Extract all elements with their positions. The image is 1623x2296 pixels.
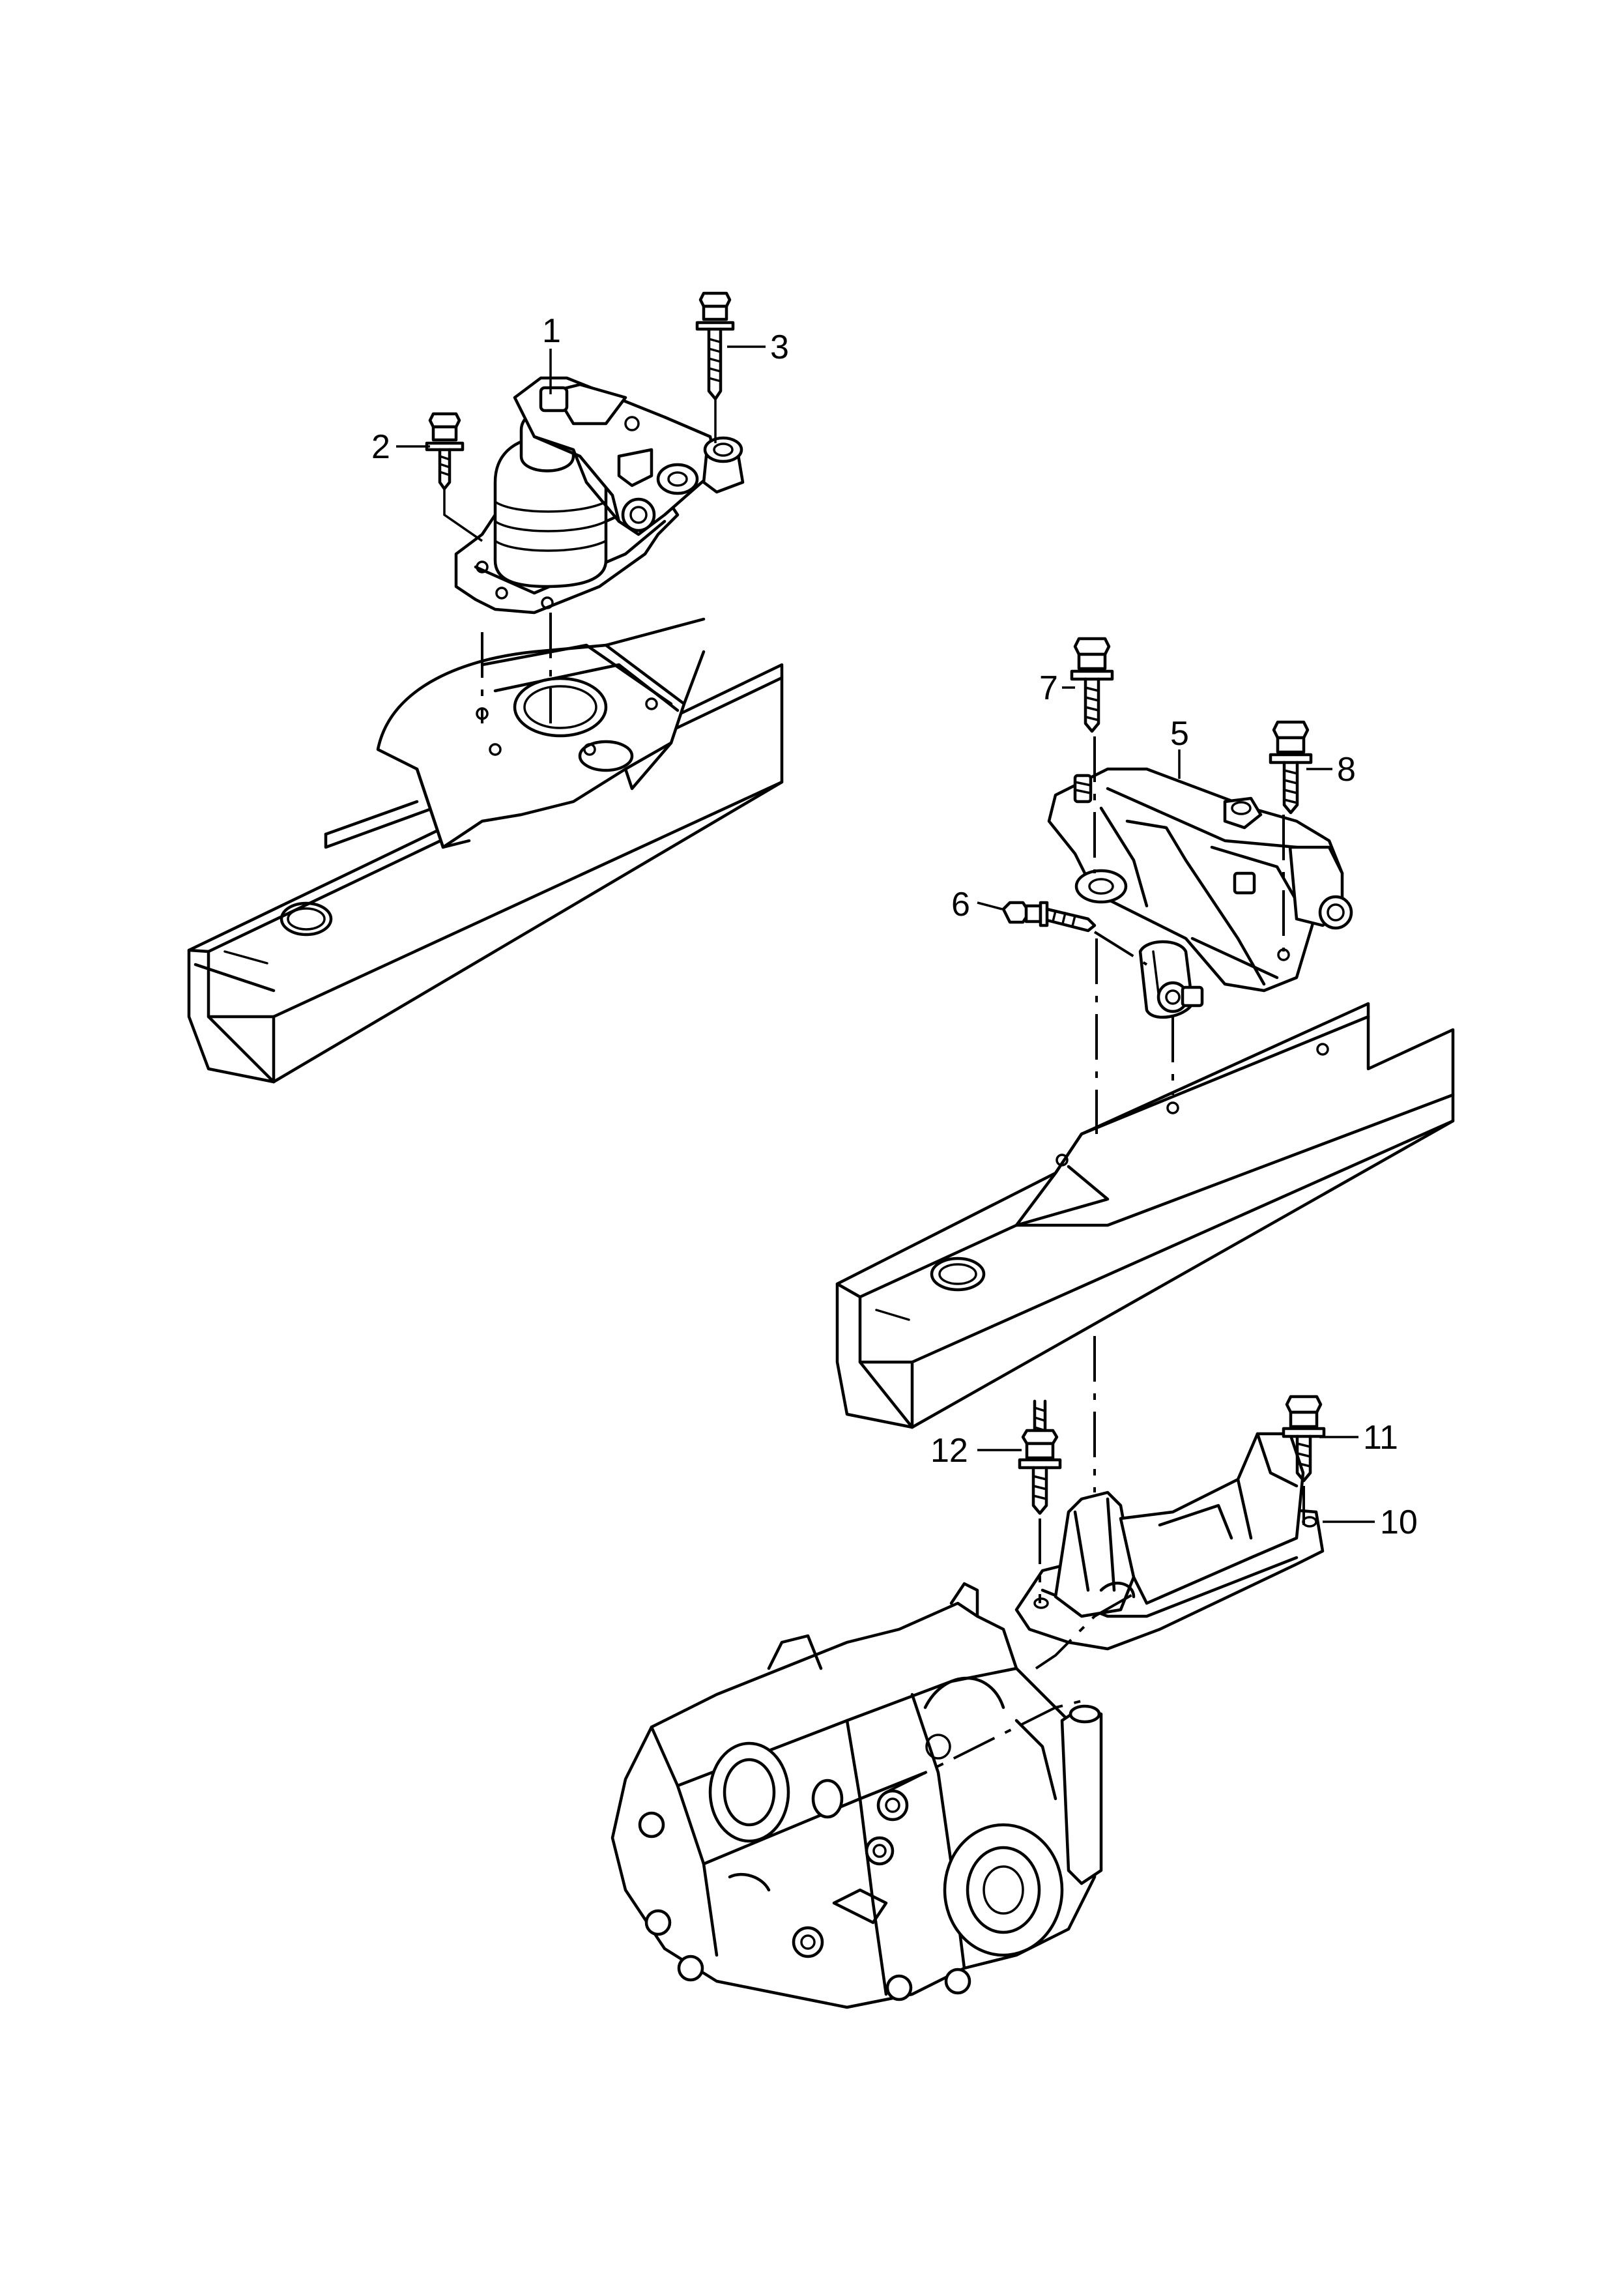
callout-12: 12 — [930, 1432, 968, 1470]
bolt-7 — [1070, 637, 1114, 733]
upper-alignment-lines — [443, 399, 717, 723]
bolt-6 — [1001, 901, 1097, 933]
callout-2: 2 — [371, 428, 390, 466]
lower-bracket-10 — [1014, 1432, 1325, 1651]
upper-frame-rail — [187, 663, 784, 1084]
callout-8: 8 — [1337, 751, 1356, 789]
callout-10: 10 — [1380, 1504, 1418, 1541]
bolt-8 — [1269, 720, 1313, 815]
callout-1: 1 — [542, 312, 561, 350]
middle-alignment-lines — [1093, 736, 1285, 1492]
engine-mount-1 — [454, 376, 745, 615]
bolt-3 — [695, 291, 735, 401]
callout-6: 6 — [951, 886, 970, 923]
bolt-2 — [425, 412, 465, 491]
gearbox-housing — [610, 1582, 1103, 2009]
leader-lines — [396, 345, 1375, 1523]
callout-5: 5 — [1170, 715, 1189, 753]
callout-labels: 1 2 3 5 6 7 8 10 11 12 — [371, 312, 1418, 1541]
callout-3: 3 — [770, 328, 789, 366]
lower-alignment-lines — [885, 1589, 1141, 1794]
upper-rail-bracket — [376, 617, 706, 849]
callout-11: 11 — [1363, 1419, 1398, 1457]
bolt-12 — [1018, 1399, 1062, 1515]
callout-7: 7 — [1039, 669, 1058, 707]
lower-frame-rail — [835, 1002, 1455, 1429]
transmission-mount-5 — [1047, 767, 1353, 1019]
